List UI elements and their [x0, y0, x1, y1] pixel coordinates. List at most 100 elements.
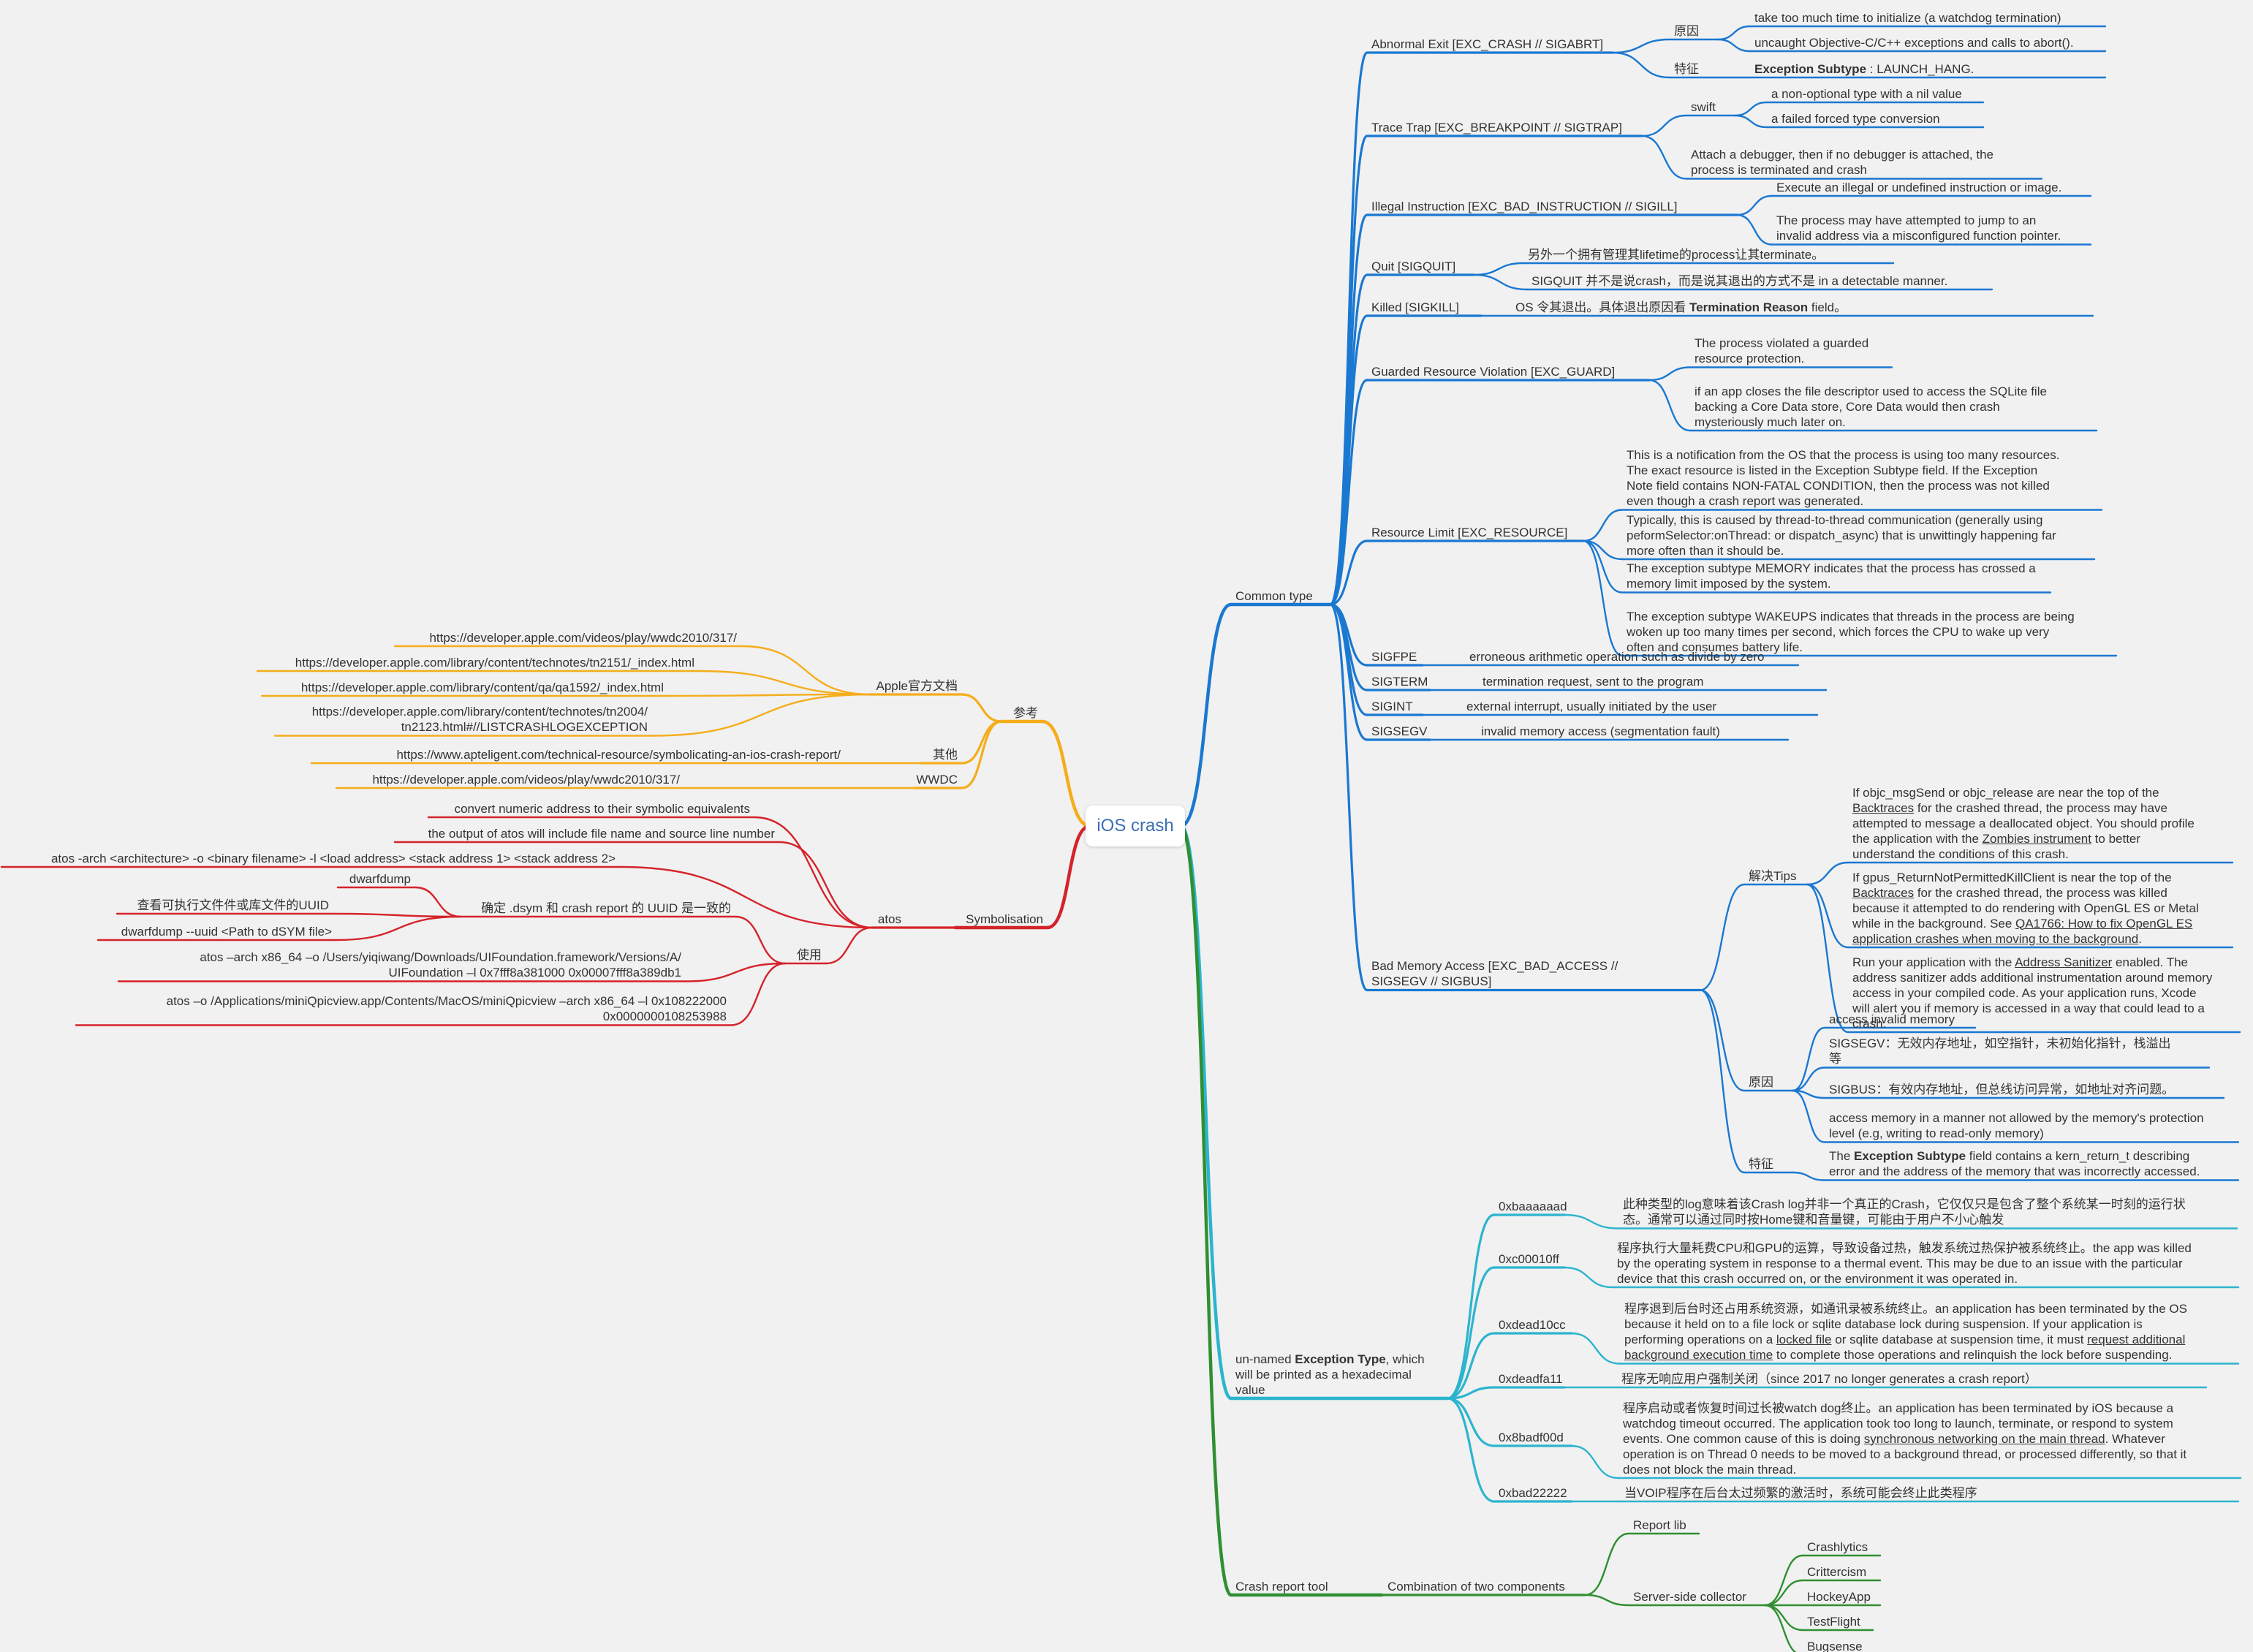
topic-res3[interactable]: The exception subtype MEMORY indicates t… — [1627, 561, 2036, 591]
topic-cause4[interactable]: access memory in a manner not allowed by… — [1829, 1111, 2204, 1140]
topic-c4[interactable]: TestFlight — [1807, 1614, 1860, 1629]
topic-comb[interactable]: Combination of two components — [1387, 1579, 1565, 1594]
topic-rlib[interactable]: Report lib — [1633, 1518, 1686, 1532]
topic-c5[interactable]: Bugsense — [1807, 1639, 1863, 1652]
branch-curve — [1178, 824, 1233, 1401]
topic-t3[interactable]: atos -arch <architecture> -o <binary fil… — [50, 851, 616, 865]
topic-t1[interactable]: convert numeric address to their symboli… — [454, 801, 750, 816]
topic-other[interactable]: 其他 — [933, 747, 958, 762]
topic-w1[interactable]: https://developer.apple.com/videos/play/… — [372, 772, 680, 787]
topic-symb[interactable]: Symbolisation — [966, 912, 1043, 926]
topic-use[interactable]: 使用 — [797, 947, 822, 962]
topic-apple[interactable]: Apple官方文档 — [876, 678, 958, 693]
topic-trap[interactable]: Trace Trap [EXC_BREAKPOINT // SIGTRAP] — [1371, 120, 1622, 134]
topic-wwdc[interactable]: WWDC — [916, 772, 958, 787]
topic-h1[interactable]: 0xbaaaaaad — [1499, 1199, 1567, 1213]
topic-ref[interactable]: 参考 — [1013, 705, 1038, 720]
topic-res4[interactable]: The exception subtype WAKEUPS indicates … — [1627, 609, 2075, 654]
topic-c1[interactable]: Crashlytics — [1807, 1539, 1868, 1554]
topic-h2a[interactable]: 程序执行大量耗费CPU和GPU的运算，导致设备过热，触发系统过热保护被系统终止。… — [1617, 1240, 2192, 1286]
topic-res2[interactable]: Typically, this is caused by thread-to-t… — [1627, 512, 2056, 558]
topic-bad[interactable]: Bad Memory Access [EXC_BAD_ACCESS // SIG… — [1371, 959, 1618, 988]
topic-h5[interactable]: 0x8badf00d — [1499, 1430, 1564, 1444]
topic-tips1[interactable]: If objc_msgSend or objc_release are near… — [1852, 785, 2195, 861]
branch-curve — [730, 962, 787, 1026]
topic-u2[interactable]: 查看可执行文件件或库文件的UUID — [137, 898, 329, 912]
topic-res1[interactable]: This is a notification from the OS that … — [1627, 448, 2060, 508]
branch-curve — [1806, 861, 1849, 886]
topic-u4[interactable]: atos –arch x86_64 –o /Users/yiqiwang/Dow… — [200, 950, 681, 980]
topic-abn1b[interactable]: uncaught Objective-C/C++ exceptions and … — [1754, 35, 2074, 50]
topic-h1a[interactable]: 此种类型的log意味着该Crash log并非一个真正的Crash，它仅仅只是包… — [1623, 1197, 2186, 1227]
topic-int1[interactable]: external interrupt, usually initiated by… — [1466, 699, 1717, 713]
topic-h4a[interactable]: 程序无响应用户强制关闭（since 2017 no longer generat… — [1621, 1371, 2037, 1386]
topic-segv1[interactable]: invalid memory access (segmentation faul… — [1481, 724, 1720, 738]
topic-feat1[interactable]: The Exception Subtype field contains a k… — [1829, 1149, 2200, 1178]
topic-ill2[interactable]: The process may have attempted to jump t… — [1776, 213, 2061, 243]
topic-h4[interactable]: 0xdeadfa11 — [1499, 1371, 1563, 1386]
topic-c3[interactable]: HockeyApp — [1807, 1589, 1871, 1604]
topic-ill1[interactable]: Execute an illegal or undefined instruct… — [1776, 180, 2062, 194]
topic-u1[interactable]: dwarfdump — [349, 871, 411, 886]
topic-kill1[interactable]: OS 令其退出。具体退出原因看 Termination Reason field… — [1515, 300, 1847, 314]
topic-u5[interactable]: atos –o /Applications/miniQpicview.app/C… — [166, 994, 727, 1023]
topic-h6a[interactable]: 当VOIP程序在后台太过频繁的激活时，系统可能会终止此类程序 — [1624, 1485, 1977, 1500]
topic-ssc[interactable]: Server-side collector — [1633, 1589, 1746, 1604]
topic-a3[interactable]: https://developer.apple.com/library/cont… — [300, 680, 664, 694]
topic-trap1[interactable]: swift — [1691, 99, 1716, 114]
topic-h2[interactable]: 0xc00010ff — [1499, 1251, 1559, 1266]
topic-quit1[interactable]: 另外一个拥有管理其lifetime的process让其terminate。 — [1528, 247, 1825, 262]
topic-int[interactable]: SIGINT — [1371, 699, 1413, 713]
topic-cause[interactable]: 原因 — [1749, 1075, 1773, 1089]
topic-tool[interactable]: Crash report tool — [1235, 1579, 1328, 1594]
topic-c2[interactable]: Crittercism — [1807, 1564, 1867, 1579]
topic-cause2[interactable]: SIGSEGV：无效内存地址，如空指针，未初始化指针，栈溢出 等 — [1829, 1037, 2171, 1066]
topic-atos[interactable]: atos — [877, 912, 901, 926]
topic-tips3[interactable]: Run your application with the Address Sa… — [1852, 955, 2213, 1031]
topic-h3a[interactable]: 程序退到后台时还占用系统资源，如通讯录被系统终止。an application … — [1624, 1302, 2187, 1362]
topic-abn2[interactable]: 特征 — [1674, 61, 1699, 76]
topic-trap1b[interactable]: a failed forced type conversion — [1771, 111, 1940, 126]
topic-unnamed[interactable]: un-named Exception Type, which will be p… — [1235, 1352, 1425, 1397]
topic-guard2[interactable]: if an app closes the file descriptor use… — [1695, 384, 2047, 429]
topic-fpe[interactable]: SIGFPE — [1371, 649, 1417, 664]
topic-term1[interactable]: termination request, sent to the program — [1483, 674, 1704, 689]
topic-abn1a[interactable]: take too much time to initialize (a watc… — [1754, 10, 2061, 25]
topic-quit[interactable]: Quit [SIGQUIT] — [1371, 259, 1456, 273]
topic-quit2[interactable]: SIGQUIT 并不是说crash，而是说其退出的方式不是 in a detec… — [1531, 273, 1948, 288]
topic-abn2a[interactable]: Exception Subtype : LAUNCH_HANG. — [1754, 61, 1974, 76]
topic-a4[interactable]: https://developer.apple.com/library/cont… — [311, 705, 648, 734]
topic-tips[interactable]: 解决Tips — [1749, 868, 1797, 883]
topic-kill[interactable]: Killed [SIGKILL] — [1371, 300, 1460, 314]
topic-tips2[interactable]: If gpus_ReturnNotPermittedKillClient is … — [1852, 870, 2199, 946]
topic-uuid[interactable]: 确定 .dsym 和 crash report 的 UUID 是一致的 — [481, 901, 731, 915]
topic-cause1[interactable]: access invalid memory — [1829, 1012, 1955, 1026]
topic-a2[interactable]: https://developer.apple.com/library/cont… — [295, 655, 694, 670]
topic-segv[interactable]: SIGSEGV — [1371, 724, 1428, 738]
topic-h6[interactable]: 0xbad22222 — [1499, 1485, 1567, 1500]
topic-t2[interactable]: the output of atos will include file nam… — [428, 826, 775, 841]
topic-cause3[interactable]: SIGBUS：有效内存地址，但总线访问异常，如地址对齐问题。 — [1829, 1082, 2175, 1096]
topic-abn[interactable]: Abnormal Exit [EXC_CRASH // SIGABRT] — [1371, 37, 1604, 51]
topic-h3[interactable]: 0xdead10cc — [1499, 1317, 1566, 1332]
branch-curve — [1329, 51, 1368, 606]
branch-curve — [332, 912, 462, 918]
topic-guard1[interactable]: The process violated a guarded resource … — [1695, 336, 1869, 365]
topic-fpe1[interactable]: erroneous arithmetic operation such as d… — [1469, 649, 1765, 664]
branch-curve — [1178, 602, 1233, 828]
topic-abn1[interactable]: 原因 — [1674, 23, 1699, 38]
topic-trap2[interactable]: Attach a debugger, then if no debugger i… — [1691, 148, 1993, 177]
branch-curve — [825, 926, 874, 965]
topic-h5a[interactable]: 程序启动或者恢复时间过长被watch dog终止。an application … — [1623, 1401, 2187, 1477]
topic-term[interactable]: SIGTERM — [1371, 674, 1428, 689]
topic-u3[interactable]: dwarfdump --uuid <Path to dSYM file> — [121, 924, 332, 939]
topic-a1[interactable]: https://developer.apple.com/videos/play/… — [429, 630, 737, 645]
root-topic[interactable]: iOS crash — [1086, 806, 1185, 846]
topic-res[interactable]: Resource Limit [EXC_RESOURCE] — [1371, 525, 1568, 539]
topic-o1[interactable]: https://www.apteligent.com/technical-res… — [396, 747, 841, 762]
topic-guard[interactable]: Guarded Resource Violation [EXC_GUARD] — [1371, 364, 1616, 379]
topic-ill[interactable]: Illegal Instruction [EXC_BAD_INSTRUCTION… — [1371, 199, 1678, 213]
topic-trap1a[interactable]: a non-optional type with a nil value — [1771, 86, 1962, 101]
topic-feat[interactable]: 特征 — [1749, 1156, 1773, 1171]
topic-common[interactable]: Common type — [1235, 588, 1313, 603]
